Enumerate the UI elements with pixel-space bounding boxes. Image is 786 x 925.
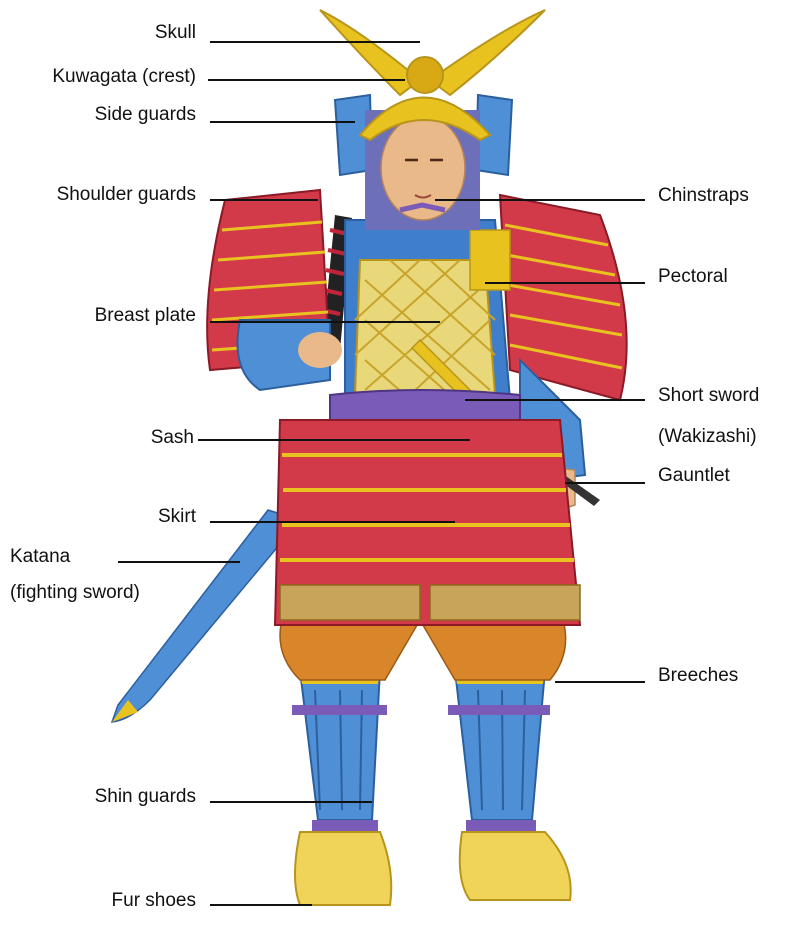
label-short-sword: Short sword [658,385,759,407]
label-pectoral: Pectoral [658,266,728,288]
label-chinstraps: Chinstraps [658,185,749,207]
label-skull: Skull [155,22,196,44]
label-katana: Katana [10,546,70,568]
label-skirt: Skirt [158,506,196,528]
fur-shoes-art [295,832,571,905]
label-breeches: Breeches [658,665,738,687]
label-side-guards: Side guards [95,104,196,126]
kuwagata-crest-art [320,10,545,95]
shin-guards-art [292,670,550,832]
label-shoulder-guards: Shoulder guards [57,184,196,206]
label-katana-subtitle: (fighting sword) [10,582,140,604]
label-sash: Sash [151,427,194,449]
label-shin-guards: Shin guards [95,786,196,808]
label-breast-plate: Breast plate [95,305,196,327]
label-kuwagata-crest: Kuwagata (crest) [52,66,196,88]
label-wakizashi: (Wakizashi) [658,426,757,448]
breast-plate-art [345,220,510,400]
label-fur-shoes: Fur shoes [112,890,196,912]
label-gauntlet: Gauntlet [658,465,730,487]
